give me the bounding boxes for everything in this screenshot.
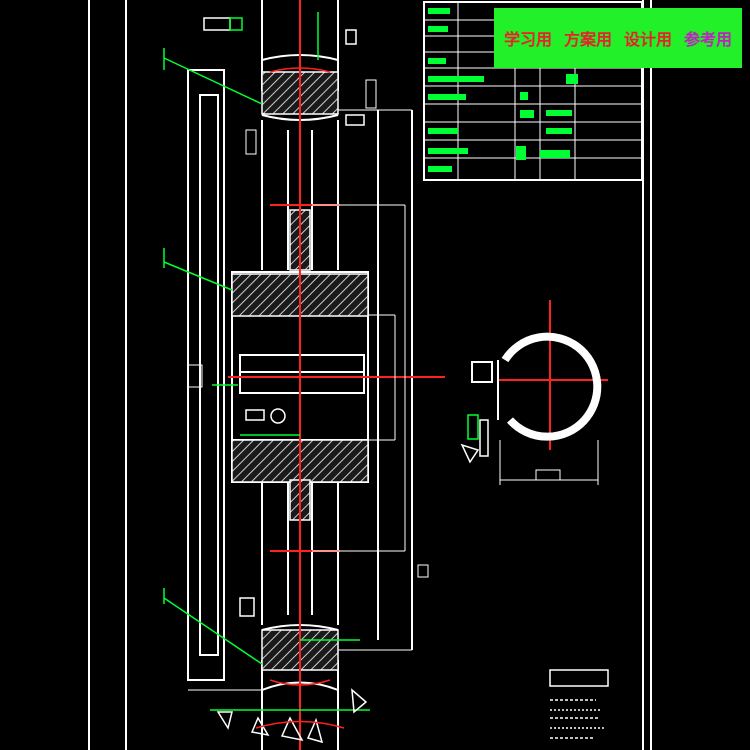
banner-label-design: 设计用	[623, 30, 672, 49]
technical-notes	[549, 669, 609, 739]
banner-label-study: 学习用	[503, 30, 552, 49]
bearing-arcs	[255, 67, 345, 729]
outer-dimension-lines	[187, 79, 429, 691]
key-cross-section	[460, 332, 602, 485]
parts-table	[423, 1, 643, 181]
banner-label-scheme: 方案用	[563, 30, 612, 49]
annotation-markers	[203, 17, 368, 744]
bearing-bands	[239, 114, 365, 631]
dimension-lines	[163, 12, 370, 711]
usage-banner: 学习用 方案用 设计用 参考用	[494, 8, 742, 68]
banner-label-reference: 参考用	[683, 30, 732, 49]
